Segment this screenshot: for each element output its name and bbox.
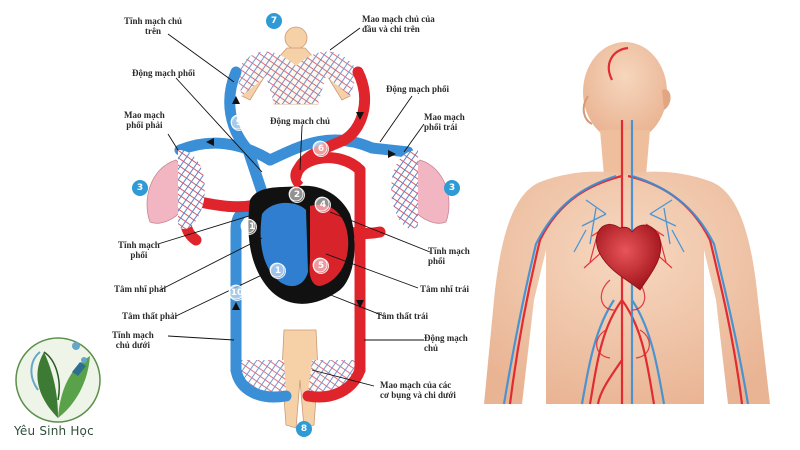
step-badge-9: 9 [231,115,247,131]
label-pulmonary-artery-left: Động mạch phổi [132,68,195,78]
label-abdomen-leg-capillaries: Mao mạch của các cơ bụng và chi dưới [380,380,456,400]
right-lung [147,150,205,229]
yeu-sinh-hoc-logo [16,338,100,422]
step-badge-5: 5 [313,258,329,274]
step-badge-3-right: 3 [444,180,460,196]
label-pulmonary-vein-right: Tĩnh mạch phổi [428,246,470,266]
step-badge-1: 1 [270,263,286,279]
label-pulmonary-artery-right: Động mạch phổi [386,84,449,94]
label-left-ventricle: Tâm thất trái [376,311,428,321]
step-badge-8: 8 [296,421,312,437]
step-badge-7: 7 [266,13,282,29]
label-left-atrium: Tâm nhĩ trái [420,284,469,294]
step-badge-2: 2 [289,187,305,203]
label-inferior-vena-cava: Tĩnh mạch chủ dưới [112,330,154,350]
label-aorta-right: Động mạch chủ [424,333,468,353]
label-head-arm-capillaries: Mao mạch chủ của đầu và chi trên [362,14,435,34]
brand-name: Yêu Sinh Học [14,424,94,438]
left-lung [391,150,449,229]
anatomical-figure [484,42,770,404]
label-right-lung-capillaries: Mao mạch phổi phải [124,110,165,130]
step-badge-4: 4 [315,197,331,213]
label-pulmonary-vein-left: Tĩnh mạch phổi [118,240,160,260]
step-badge-10: 10 [229,285,245,301]
step-badge-3-left: 3 [132,180,148,196]
label-aorta-top: Động mạch chủ [270,116,330,126]
label-left-lung-capillaries: Mao mạch phổi trái [424,112,465,132]
step-badge-6: 6 [313,141,329,157]
label-right-atrium: Tâm nhĩ phải [114,284,166,294]
step-badge-11: 11 [241,219,257,235]
label-right-ventricle: Tâm thất phải [122,311,177,321]
label-superior-vena-cava: Tĩnh mạch chủ trên [124,16,182,36]
